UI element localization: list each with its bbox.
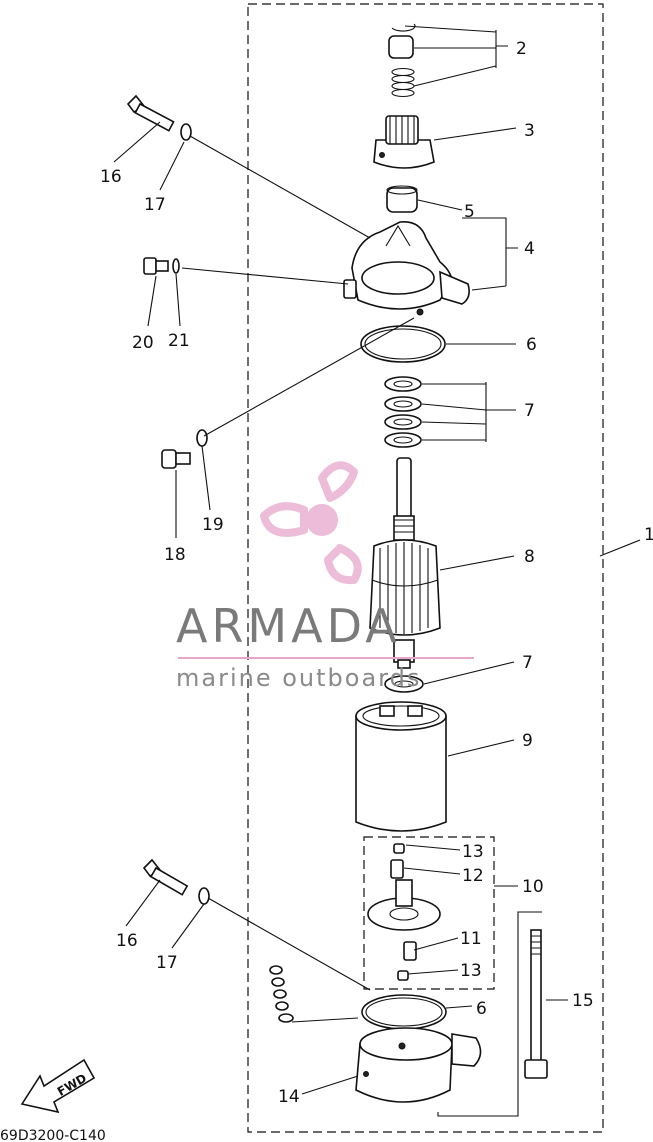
callout-7-upper: 7 [524, 401, 535, 421]
callout-15: 15 [572, 991, 594, 1011]
upper-housing [343, 221, 470, 316]
bolt-16-lower [142, 858, 189, 896]
callout-4: 4 [524, 239, 535, 259]
callout-19: 19 [202, 515, 224, 535]
callout-9: 9 [522, 731, 533, 751]
o-ring-upper [360, 325, 446, 363]
washer-lower [384, 675, 424, 693]
callout-8: 8 [524, 547, 535, 567]
washer-19 [196, 429, 208, 447]
callout-7-lower: 7 [522, 653, 533, 673]
washer-17-upper [180, 123, 192, 141]
assembly-boundary [247, 3, 604, 1133]
callout-10: 10 [522, 877, 544, 897]
brush-holder-set [367, 843, 441, 981]
watermark-brand: ARMADA [176, 599, 401, 653]
washer-lower-hole [394, 680, 414, 688]
o-ring-lower [361, 994, 447, 1030]
diagram-code: 69D3200-C140 [0, 1128, 106, 1142]
armada-logo-icon [260, 461, 362, 585]
yoke [355, 701, 447, 832]
armature [369, 457, 441, 669]
callout-16-upper: 16 [100, 167, 122, 187]
o-ring-upper-inner [364, 328, 442, 360]
bolt-16-upper [126, 94, 175, 132]
callout-17-lower: 17 [156, 953, 178, 973]
lower-housing [355, 1027, 482, 1103]
washer-stack [384, 376, 422, 448]
callout-13-lower: 13 [460, 961, 482, 981]
callout-3: 3 [524, 121, 535, 141]
washer-21 [172, 258, 180, 274]
callout-5: 5 [464, 202, 475, 222]
through-bolt [524, 929, 548, 1079]
watermark-tagline: marine outboards [176, 664, 421, 692]
callout-14: 14 [278, 1087, 300, 1107]
leader-lines [113, 25, 641, 1117]
callout-11: 11 [460, 929, 482, 949]
pinion-stop-set [388, 23, 416, 98]
terminal-nut-stack [269, 965, 294, 1023]
callout-12: 12 [462, 866, 484, 886]
callout-13-upper: 13 [462, 842, 484, 862]
bushing [386, 185, 418, 213]
bolt-20 [143, 257, 169, 275]
washer-17-lower [198, 887, 210, 905]
callout-18: 18 [164, 545, 186, 565]
fwd-arrow-icon: FWD [20, 1058, 96, 1114]
callout-6-upper: 6 [526, 335, 537, 355]
callout-20: 20 [132, 333, 154, 353]
callout-2: 2 [516, 39, 527, 59]
callout-1: 1 [644, 525, 653, 545]
o-ring-lower-inner [365, 997, 443, 1027]
brush-holder-group-boundary [363, 836, 495, 990]
callout-21: 21 [168, 331, 190, 351]
bolt-18 [161, 449, 191, 469]
callout-17-upper: 17 [144, 195, 166, 215]
callout-6-lower: 6 [476, 999, 487, 1019]
pinion-gear [373, 115, 435, 169]
callout-16-lower: 16 [116, 931, 138, 951]
